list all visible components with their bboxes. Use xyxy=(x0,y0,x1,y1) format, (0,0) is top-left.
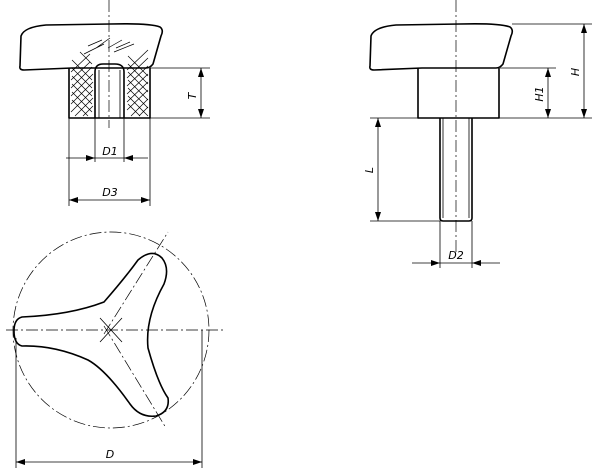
section-knob-cap xyxy=(19,23,164,71)
side-thread-minor-lines xyxy=(442,118,470,218)
side-neck xyxy=(417,68,500,119)
d2-arrow-left xyxy=(431,260,440,266)
l-arrow-top xyxy=(375,118,381,127)
section-body xyxy=(68,68,151,119)
side-knob-cap xyxy=(369,23,514,71)
t-arrow-top xyxy=(198,68,204,77)
h1-label: H1 xyxy=(533,86,546,101)
d-arrow-left xyxy=(16,459,25,465)
d1-label: D1 xyxy=(102,145,117,158)
top-view-three-lobe-knob xyxy=(13,252,170,418)
d2-arrow-right xyxy=(472,260,481,266)
top-view-center-cross xyxy=(99,317,123,343)
t-arrow-bottom xyxy=(198,109,204,118)
h1-arrow-top xyxy=(545,68,551,77)
section-insert-bore xyxy=(94,63,125,118)
d-arrow-right xyxy=(193,459,202,465)
section-hatching xyxy=(70,37,149,117)
top-view-upper-arm-axis xyxy=(103,231,169,335)
h1-arrow-bottom xyxy=(545,109,551,118)
l-label: L xyxy=(363,167,376,173)
d3-label: D3 xyxy=(102,186,117,199)
h-arrow-top xyxy=(581,24,587,33)
d3-arrow-left xyxy=(69,197,78,203)
d1-arrow-left xyxy=(86,155,95,161)
section-thread-lines xyxy=(98,70,121,118)
side-view: H H1 L D2 xyxy=(363,0,592,268)
d1-arrow-right xyxy=(124,155,133,161)
l-arrow-bottom xyxy=(375,212,381,221)
h-label: H xyxy=(569,68,582,76)
section-view: T D1 D3 xyxy=(19,0,210,206)
t-label: T xyxy=(186,91,199,99)
top-view: D xyxy=(6,231,226,468)
h-arrow-bottom xyxy=(581,109,587,118)
side-threaded-stud xyxy=(439,118,473,222)
d3-arrow-right xyxy=(141,197,150,203)
d-label: D xyxy=(106,448,114,461)
d2-label: D2 xyxy=(448,249,463,262)
